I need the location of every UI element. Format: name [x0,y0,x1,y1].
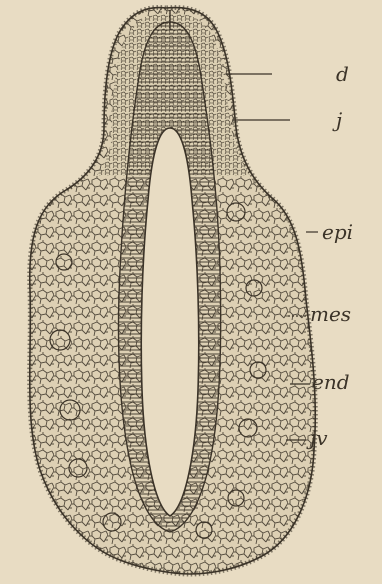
label-jv: jv [310,428,328,448]
lumen [141,128,199,516]
label-end: end [312,372,350,392]
label-epi: epi [322,222,353,242]
label-mes: mes [310,304,351,324]
label-j: j [336,110,342,130]
label-d: d [336,64,349,84]
